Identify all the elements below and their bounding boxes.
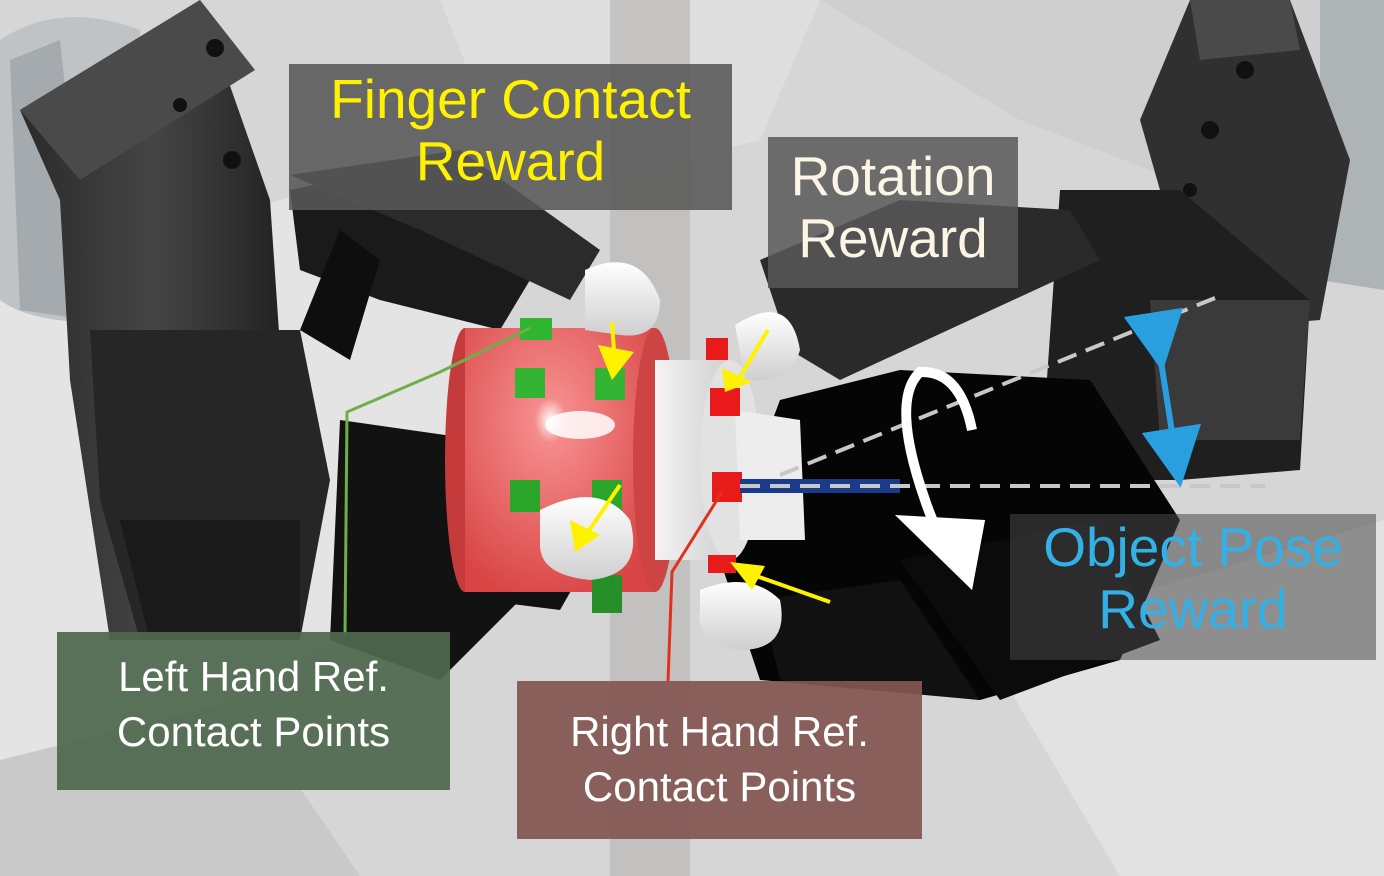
leader-lines [343, 326, 724, 683]
label-line: Contact Points [116, 707, 391, 755]
right-contact-point [710, 388, 740, 416]
finger-contact-arrows [570, 321, 831, 604]
left-contact-point [592, 575, 622, 613]
rotation-reward-label: Rotation Reward [768, 137, 1018, 288]
label-line: Object Pose [1043, 516, 1343, 578]
rotation-direction-arrow [895, 366, 985, 590]
left-contact-point [515, 368, 545, 398]
finger-contact-reward-label: Finger Contact Reward [289, 64, 732, 210]
object-pose-angle-arrow [1123, 307, 1202, 488]
label-line: Contact Points [582, 762, 857, 810]
left-contact-point [510, 480, 540, 512]
left-contact-point [520, 318, 552, 340]
right-contact-point [712, 472, 742, 502]
label-line: Right Hand Ref. [570, 708, 869, 755]
label-line: Reward [415, 130, 606, 193]
right-contact-point [706, 338, 728, 360]
left-hand-contact-points-label: Left Hand Ref. Contact Points [57, 632, 450, 790]
label-line: Reward [798, 207, 988, 270]
object-pose-reward-label: Object Pose Reward [1010, 514, 1376, 660]
right-hand-contact-points-label: Right Hand Ref. Contact Points [517, 681, 922, 839]
label-line: Rotation [790, 145, 996, 207]
left-robot-arm [0, 0, 330, 640]
right-contact-points [706, 338, 742, 573]
label-line: Left Hand Ref. [118, 653, 389, 700]
label-line: Finger Contact [330, 68, 691, 130]
label-line: Reward [1098, 578, 1288, 641]
left-contact-points [510, 318, 625, 613]
right-contact-point [708, 555, 736, 573]
